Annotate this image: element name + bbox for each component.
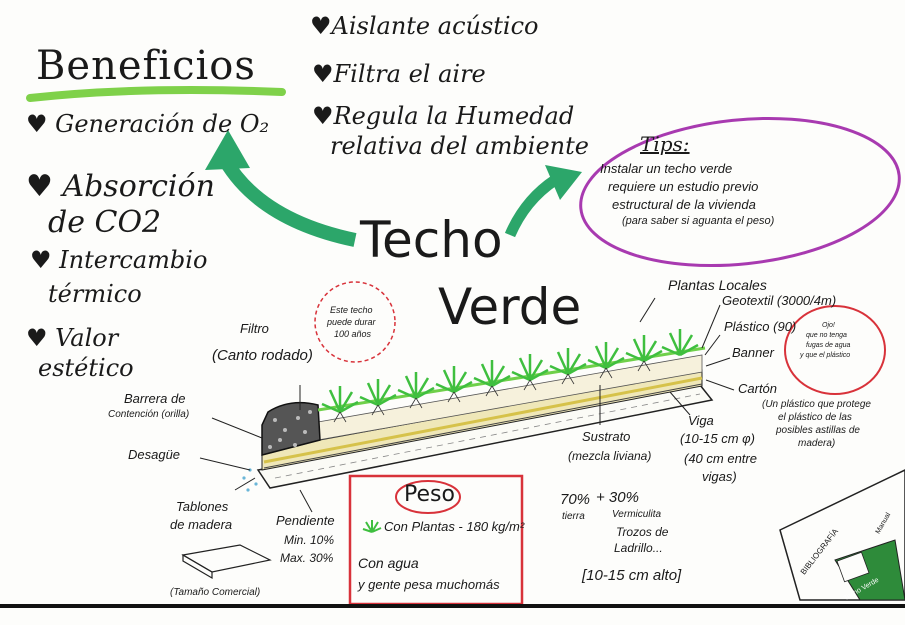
list-item-label: Intercambio [59,246,208,274]
label-filtro: Filtro [240,321,269,336]
tips-line: (para saber si aguanta el peso) [622,215,775,227]
mezcla-line: Vermiculita [612,509,662,520]
plants [321,329,699,414]
tips-line: estructural de la vivienda [612,197,756,212]
list-item-label: Aislante acústico [331,12,539,40]
label-viga: (10-15 cm φ) [680,431,755,446]
list-item-label: Regula la Humedad [333,102,575,130]
label-espesor: [10-15 cm alto] [582,567,682,584]
bubble-circle [314,281,396,363]
mezcla-line: 70% [560,491,591,508]
label-barrera: Contención (orilla) [108,409,190,420]
label-tamano: (Tamaño Comercial) [170,587,261,598]
list-item-label: Filtra el aire [333,60,486,88]
arrow-head-right [545,165,582,200]
carton-note: posibles astillas de [776,425,860,436]
note-circle-line: y que el plástico [800,352,851,359]
label-banner: Banner [732,345,774,360]
label-tablones: de madera [170,517,233,532]
carton-note: (Un plástico que protege [762,399,871,410]
label-tablones: Tablones [176,499,229,514]
tips-line: Instalar un techo verde [600,161,733,176]
peso-line: Con agua [358,555,419,571]
label-plantas: Plantas Locales [668,277,767,293]
bubble-line: puede durar [327,317,376,327]
mezcla-line: Trozos de [616,525,669,539]
list-item-line2: de CO2 [48,205,162,240]
list-item: ♥ Generación de O₂ [26,110,270,138]
label-barrera: Barrera de [124,391,186,406]
tips-line: requiere un estudio previo [608,179,759,194]
label-pendiente: Max. 30% [280,551,334,565]
arrow-to-beneficios [218,156,357,247]
gravel-filter [261,401,321,456]
list-item: ♥Filtra el aire [312,60,486,88]
list-item: ♥ Absorción [26,169,215,204]
roof-section [242,329,714,492]
carton-note: el plástico de las [778,412,852,423]
wood-plank [181,544,272,573]
list-item-label: Absorción [62,169,215,204]
arrow-to-tips [504,175,559,238]
beneficios-heading: Beneficios [36,43,256,89]
label-viga: vigas) [702,469,737,484]
note-circle [784,305,886,395]
label-pendiente: Pendiente [276,513,335,528]
list-item: ♥ Intercambio [30,246,208,274]
note-circle-line: Ojo! [822,322,835,329]
list-item: ♥Regula la Humedad [312,102,575,130]
label-geotextil: Geotextil (3000/4m) [722,293,837,308]
tips-heading: Tips: [640,132,690,156]
title-line2: Verde [438,278,582,336]
peso-heading: Peso [404,482,455,507]
list-item-label: Valor [55,324,119,352]
title-line1: Techo [360,211,503,269]
label-desague: Desagüe [128,447,181,462]
arrow-head-left [205,130,250,170]
mezcla-line: Ladrillo... [614,541,663,555]
label-sustrato: Sustrato [582,429,631,444]
tips-oval [579,116,901,268]
peso-line: Con Plantas - 180 kg/m² [384,519,525,534]
note-circle-line: fugas de agua [806,342,851,349]
label-plastico: Plástico (90) [724,319,797,334]
list-item-label: Generación de O₂ [55,110,270,138]
bubble-line: Este techo [330,305,373,315]
label-canto: (Canto rodado) [212,347,313,364]
list-item-line2: estético [38,354,134,382]
carton-note: madera) [798,438,836,449]
list-item: ♥Aislante acústico [310,12,539,40]
label-pendiente: Min. 10% [284,533,335,547]
list-item-line2: relativa del ambiente [330,132,589,160]
note-circle-line: que no tenga [806,332,847,339]
list-item: ♥ Valor [26,324,119,352]
label-viga: Viga [688,413,714,428]
mezcla-line: tierra [562,511,585,522]
bubble-line: 100 años [334,329,372,339]
list-item-line2: térmico [48,280,142,308]
label-carton: Cartón [738,381,778,396]
mezcla-line: + 30% [596,489,639,506]
beneficios-underline [26,86,286,102]
peso-line: y gente pesa muchomás [358,577,500,592]
label-viga: (40 cm entre [684,451,757,466]
label-sustrato: (mezcla liviana) [568,449,652,463]
